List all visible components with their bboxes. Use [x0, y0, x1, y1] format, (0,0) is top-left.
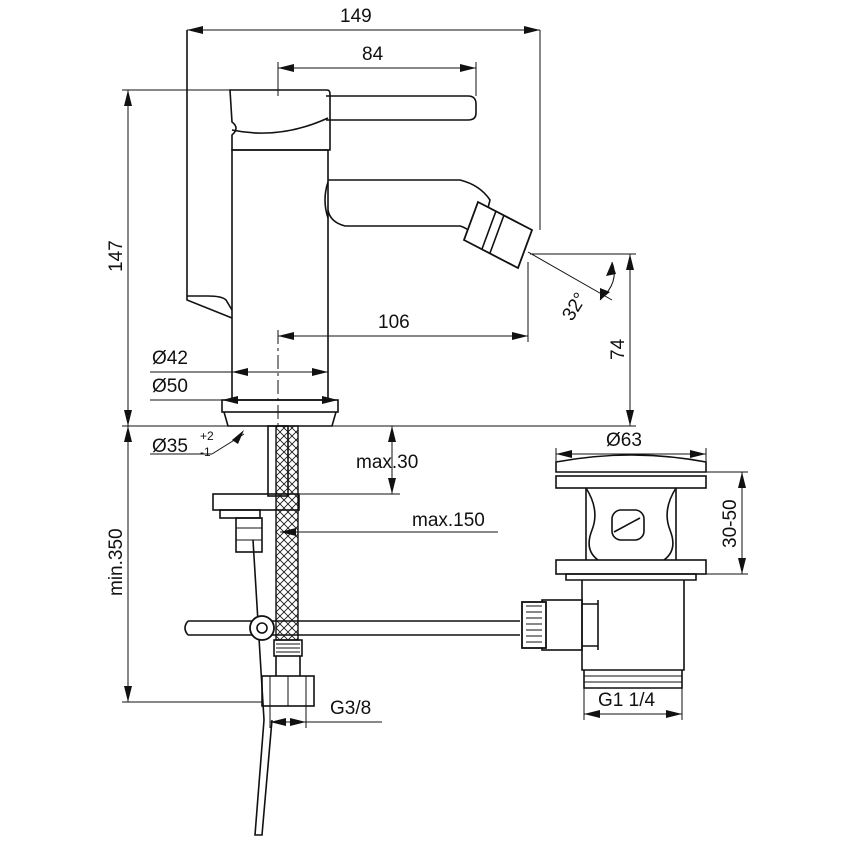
label-hose-thread: G3/8 [330, 698, 371, 719]
dimension-labels: 149 84 147 106 32° 74 Ø42 Ø50 Ø35 +2 -1 … [106, 6, 741, 719]
mixer-body [186, 30, 534, 427]
label-angle: 32° [558, 289, 591, 324]
label-base-diameter: Ø50 [152, 376, 188, 397]
label-spout-height: 74 [608, 338, 629, 360]
label-max-rod-length: max.150 [412, 510, 485, 531]
under-deck-fittings [184, 425, 520, 836]
label-lever-length: 84 [362, 44, 384, 65]
label-spout-reach: 106 [378, 312, 410, 333]
dimension-lines [122, 26, 748, 728]
label-body-diameter: Ø42 [152, 348, 188, 369]
label-max-deck-thickness: max.30 [356, 452, 418, 473]
label-waste-stroke: 30-50 [720, 499, 741, 548]
label-hole-diameter: Ø35 [152, 436, 188, 457]
label-waste-thread: G1 1/4 [598, 690, 655, 711]
label-height: 147 [106, 240, 127, 272]
label-tolerance-plus: +2 [200, 429, 214, 443]
label-min-hose-length: min.350 [106, 528, 127, 596]
label-overall-width: 149 [340, 6, 372, 27]
label-tolerance-minus: -1 [200, 445, 211, 459]
pop-up-waste [521, 454, 707, 689]
label-waste-diameter: Ø63 [606, 430, 642, 451]
